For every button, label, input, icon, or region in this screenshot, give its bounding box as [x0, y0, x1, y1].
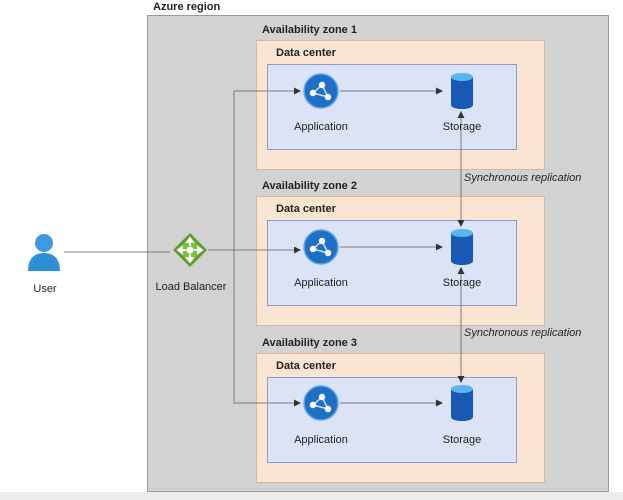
zone-1-datacenter-title: Data center: [276, 47, 336, 59]
replication-label-2: Synchronous replication: [464, 327, 582, 339]
application-icon: [303, 385, 339, 423]
zone-1-application-label: Application: [294, 121, 348, 133]
lb-to-app3-line: [233, 250, 301, 407]
storage-icon: [450, 228, 474, 266]
region-title: Azure region: [153, 1, 221, 13]
zone-2-title: Availability zone 2: [262, 180, 357, 192]
storage-icon: [450, 72, 474, 110]
zone-2-datacenter-title: Data center: [276, 203, 336, 215]
zone-3-datacenter-title: Data center: [276, 360, 336, 372]
load-balancer-icon: [172, 232, 208, 273]
lb-to-app1-line: [233, 87, 301, 250]
zone-3-title: Availability zone 3: [262, 337, 357, 349]
storage-icon: [450, 384, 474, 422]
application-icon: [303, 229, 339, 267]
zone-3-storage-label: Storage: [442, 434, 482, 446]
replication-label-1: Synchronous replication: [464, 172, 582, 184]
zone-1-title: Availability zone 1: [262, 24, 357, 36]
user-icon: [26, 233, 62, 276]
application-icon: [303, 73, 339, 111]
load-balancer-label: Load Balancer: [155, 281, 227, 293]
zone-3-application-label: Application: [294, 434, 348, 446]
zone-1-storage-label: Storage: [442, 121, 482, 133]
zone-2-storage-label: Storage: [442, 277, 482, 289]
bottom-bar: [0, 492, 623, 500]
user-label: User: [33, 283, 57, 295]
zone-2-application-label: Application: [294, 277, 348, 289]
